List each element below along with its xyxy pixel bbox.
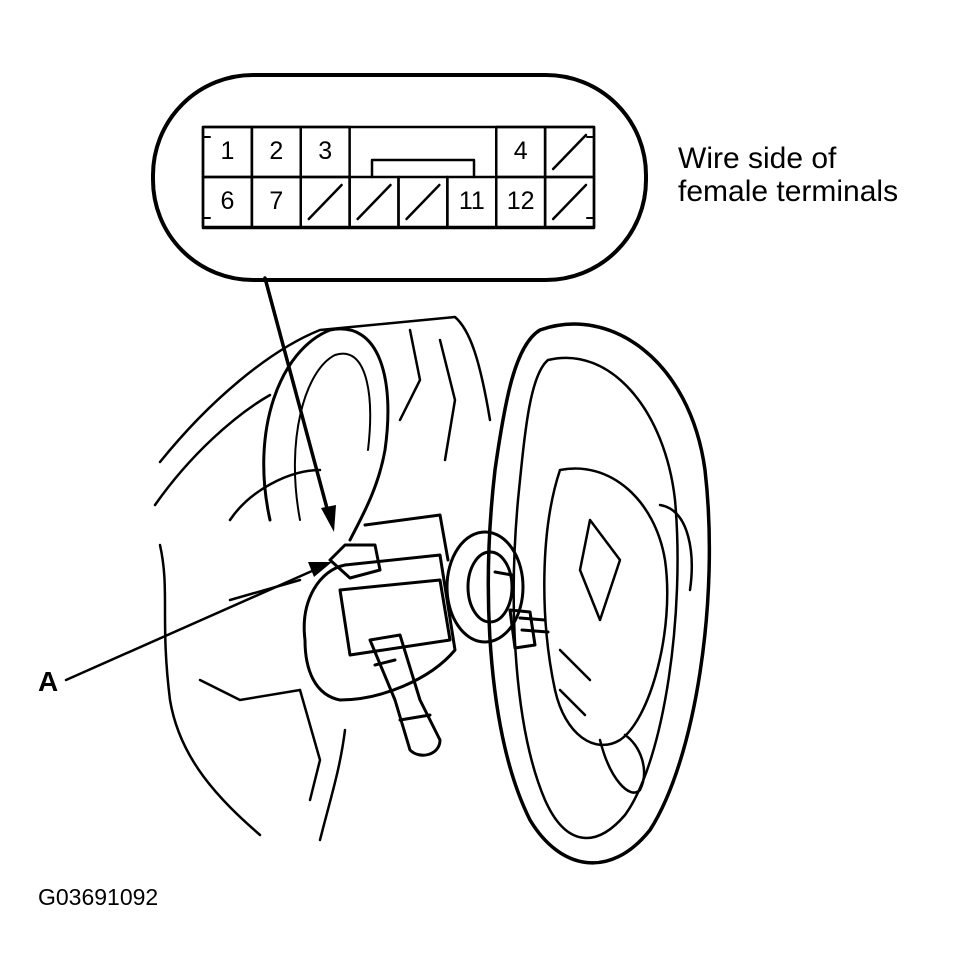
unused-terminal-mark — [551, 183, 588, 221]
terminal-number: 12 — [507, 187, 535, 215]
connector-callout-bubble — [151, 73, 648, 282]
steering-wheel — [486, 322, 712, 865]
dashboard-drawing — [153, 315, 492, 842]
unused-terminal-mark — [307, 183, 343, 221]
terminal-number: 2 — [269, 137, 283, 165]
unused-terminal-mark — [356, 183, 392, 221]
terminal-number: 4 — [514, 137, 528, 165]
callout-a-arrow — [64, 562, 332, 682]
callout-a-label: A — [38, 666, 58, 697]
terminal-number: 3 — [318, 137, 332, 165]
airbag-hub — [543, 467, 693, 794]
connector-caption-line1: Wire side of — [678, 142, 837, 175]
terminal-number: 1 — [220, 137, 234, 165]
terminal-number: 11 — [459, 187, 485, 215]
connector-leader-arrow — [263, 276, 336, 532]
connector-caption-line2: female terminals — [678, 175, 898, 208]
cluster-hood — [262, 327, 390, 542]
terminal-number: 6 — [220, 187, 234, 215]
figure-code: G03691092 — [38, 884, 158, 910]
terminal-cell — [543, 175, 596, 229]
steering-column-switch — [302, 513, 457, 757]
unused-terminal-mark — [551, 133, 588, 171]
terminal-number: 7 — [269, 187, 283, 215]
unused-terminal-mark — [405, 183, 441, 221]
cable-reel — [445, 530, 550, 650]
connector-latch — [370, 158, 476, 179]
